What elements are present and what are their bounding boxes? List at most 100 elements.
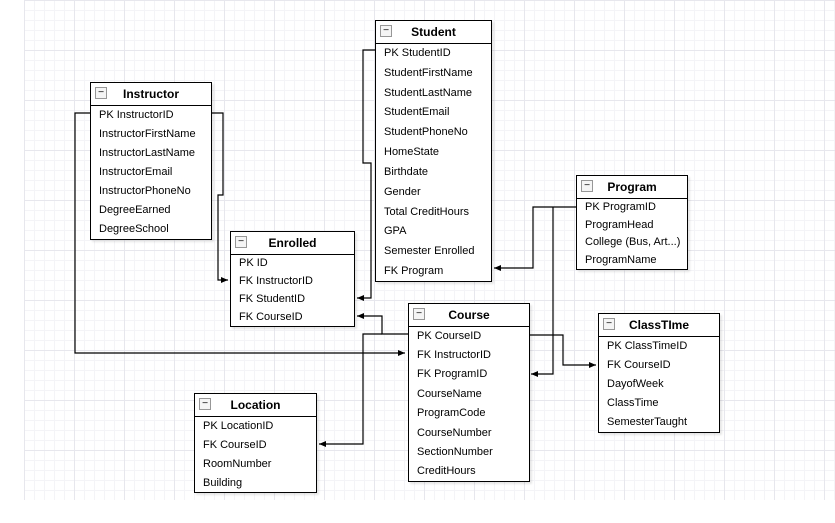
entity-row[interactable]: RoomNumber: [195, 454, 316, 473]
entity-row-label: Total CreditHours: [384, 205, 469, 218]
entity-row[interactable]: Semester Enrolled: [376, 241, 491, 261]
entity-row-label: College (Bus, Art...): [585, 236, 681, 249]
entity-row[interactable]: ClassTime: [599, 394, 719, 413]
entity-row-label: GPA: [384, 225, 407, 238]
entity-row[interactable]: PK LocationID: [195, 416, 316, 435]
entity-row[interactable]: CreditHours: [409, 462, 529, 481]
entity-title: Instructor: [122, 87, 179, 101]
entity-row[interactable]: DegreeSchool: [91, 220, 211, 239]
relationship-connector[interactable]: [494, 206, 576, 271]
entity-row[interactable]: InstructorPhoneNo: [91, 182, 211, 201]
entity-row-label: PK ID: [239, 257, 268, 269]
entity-row[interactable]: SectionNumber: [409, 442, 529, 461]
relationship-connector[interactable]: [74, 112, 405, 356]
collapse-icon[interactable]: −: [235, 236, 247, 248]
entity-row[interactable]: PK CourseID: [409, 326, 529, 345]
entity-row-label: DegreeEarned: [99, 204, 171, 217]
entity-row[interactable]: PK StudentID: [376, 43, 491, 63]
entity-row-label: CreditHours: [417, 465, 476, 478]
entity-row[interactable]: CourseName: [409, 384, 529, 403]
entity-row-label: FK CourseID: [203, 438, 267, 451]
entity-row-label: InstructorLastName: [99, 146, 195, 159]
relationship-connector[interactable]: [357, 49, 375, 301]
collapse-icon[interactable]: −: [413, 308, 425, 320]
entity-row[interactable]: College (Bus, Art...): [577, 234, 687, 252]
entity-row[interactable]: FK CourseID: [195, 435, 316, 454]
entity-row-label: RoomNumber: [203, 457, 272, 470]
entity-header: −ClassTIme: [599, 314, 719, 337]
entity-title: Program: [607, 180, 657, 194]
collapse-icon[interactable]: −: [95, 87, 107, 99]
entity-row[interactable]: Birthdate: [376, 162, 491, 182]
entity-row[interactable]: PK ID: [231, 254, 354, 272]
relationship-connector[interactable]: [319, 333, 382, 447]
entity-enrolled[interactable]: −Enrolled PK ID FK InstructorID FK StudentI…: [230, 231, 355, 327]
entity-rows: PK ID FK InstructorID FK StudentID FK Cours…: [231, 254, 354, 326]
entity-row[interactable]: ProgramHead: [577, 216, 687, 234]
collapse-icon[interactable]: −: [603, 318, 615, 330]
entity-row-label: FK InstructorID: [417, 349, 491, 362]
entity-row-label: DegreeSchool: [99, 223, 169, 236]
entity-row-label: ProgramName: [585, 254, 657, 267]
entity-row[interactable]: SemesterTaught: [599, 413, 719, 432]
collapse-icon[interactable]: −: [581, 180, 593, 192]
relationship-connector[interactable]: [531, 207, 554, 377]
entity-row[interactable]: StudentLastName: [376, 83, 491, 103]
entity-row[interactable]: ProgramName: [577, 251, 687, 269]
entity-row[interactable]: InstructorLastName: [91, 143, 211, 162]
entity-row[interactable]: StudentFirstName: [376, 63, 491, 83]
entity-row-label: PK CourseID: [417, 329, 482, 342]
entity-row[interactable]: DayofWeek: [599, 374, 719, 393]
collapse-icon[interactable]: −: [199, 398, 211, 410]
entity-row[interactable]: Total CreditHours: [376, 202, 491, 222]
entity-header: −Enrolled: [231, 232, 354, 255]
entity-row[interactable]: FK InstructorID: [231, 272, 354, 290]
entity-row-label: FK ProgramID: [417, 368, 488, 381]
entity-row-label: Semester Enrolled: [384, 245, 475, 258]
entity-row[interactable]: Gender: [376, 182, 491, 202]
entity-row[interactable]: DegreeEarned: [91, 201, 211, 220]
entity-row[interactable]: CourseNumber: [409, 423, 529, 442]
entity-row-label: SectionNumber: [417, 445, 493, 458]
entity-row[interactable]: FK CourseID: [599, 355, 719, 374]
entity-row-label: FK InstructorID: [239, 275, 313, 287]
entity-header: − Instructor: [91, 83, 211, 106]
entity-location[interactable]: − Location PK LocationID FK CourseID RoomNum…: [194, 393, 317, 493]
entity-header: − Program: [577, 176, 687, 199]
entity-row[interactable]: PK InstructorID: [91, 105, 211, 124]
entity-row[interactable]: FK ProgramID: [409, 365, 529, 384]
relationship-connector[interactable]: [357, 313, 408, 335]
entity-row-label: StudentEmail: [384, 106, 450, 119]
entity-row[interactable]: StudentPhoneNo: [376, 122, 491, 142]
entity-row[interactable]: HomeState: [376, 142, 491, 162]
entity-row[interactable]: InstructorEmail: [91, 162, 211, 181]
entity-row[interactable]: ProgramCode: [409, 404, 529, 423]
entity-title: Student: [411, 25, 456, 39]
entity-row[interactable]: FK CourseID: [231, 308, 354, 326]
entity-row[interactable]: FK Program: [376, 261, 491, 281]
relationship-connector[interactable]: [530, 334, 596, 368]
relationship-connector[interactable]: [212, 112, 228, 283]
entity-title: Location: [230, 398, 281, 412]
entity-row[interactable]: PK ClassTimeID: [599, 336, 719, 355]
entity-row[interactable]: GPA: [376, 221, 491, 241]
entity-row-label: FK CourseID: [239, 311, 303, 323]
entity-row[interactable]: FK InstructorID: [409, 345, 529, 364]
entity-row-label: PK LocationID: [203, 419, 274, 432]
entity-row[interactable]: FK StudentID: [231, 290, 354, 308]
entity-header: − Student: [376, 21, 491, 44]
entity-row[interactable]: Building: [195, 473, 316, 492]
entity-row[interactable]: StudentEmail: [376, 102, 491, 122]
collapse-icon[interactable]: −: [380, 25, 392, 37]
entity-row[interactable]: PK ProgramID: [577, 198, 687, 216]
entity-row[interactable]: InstructorFirstName: [91, 124, 211, 143]
